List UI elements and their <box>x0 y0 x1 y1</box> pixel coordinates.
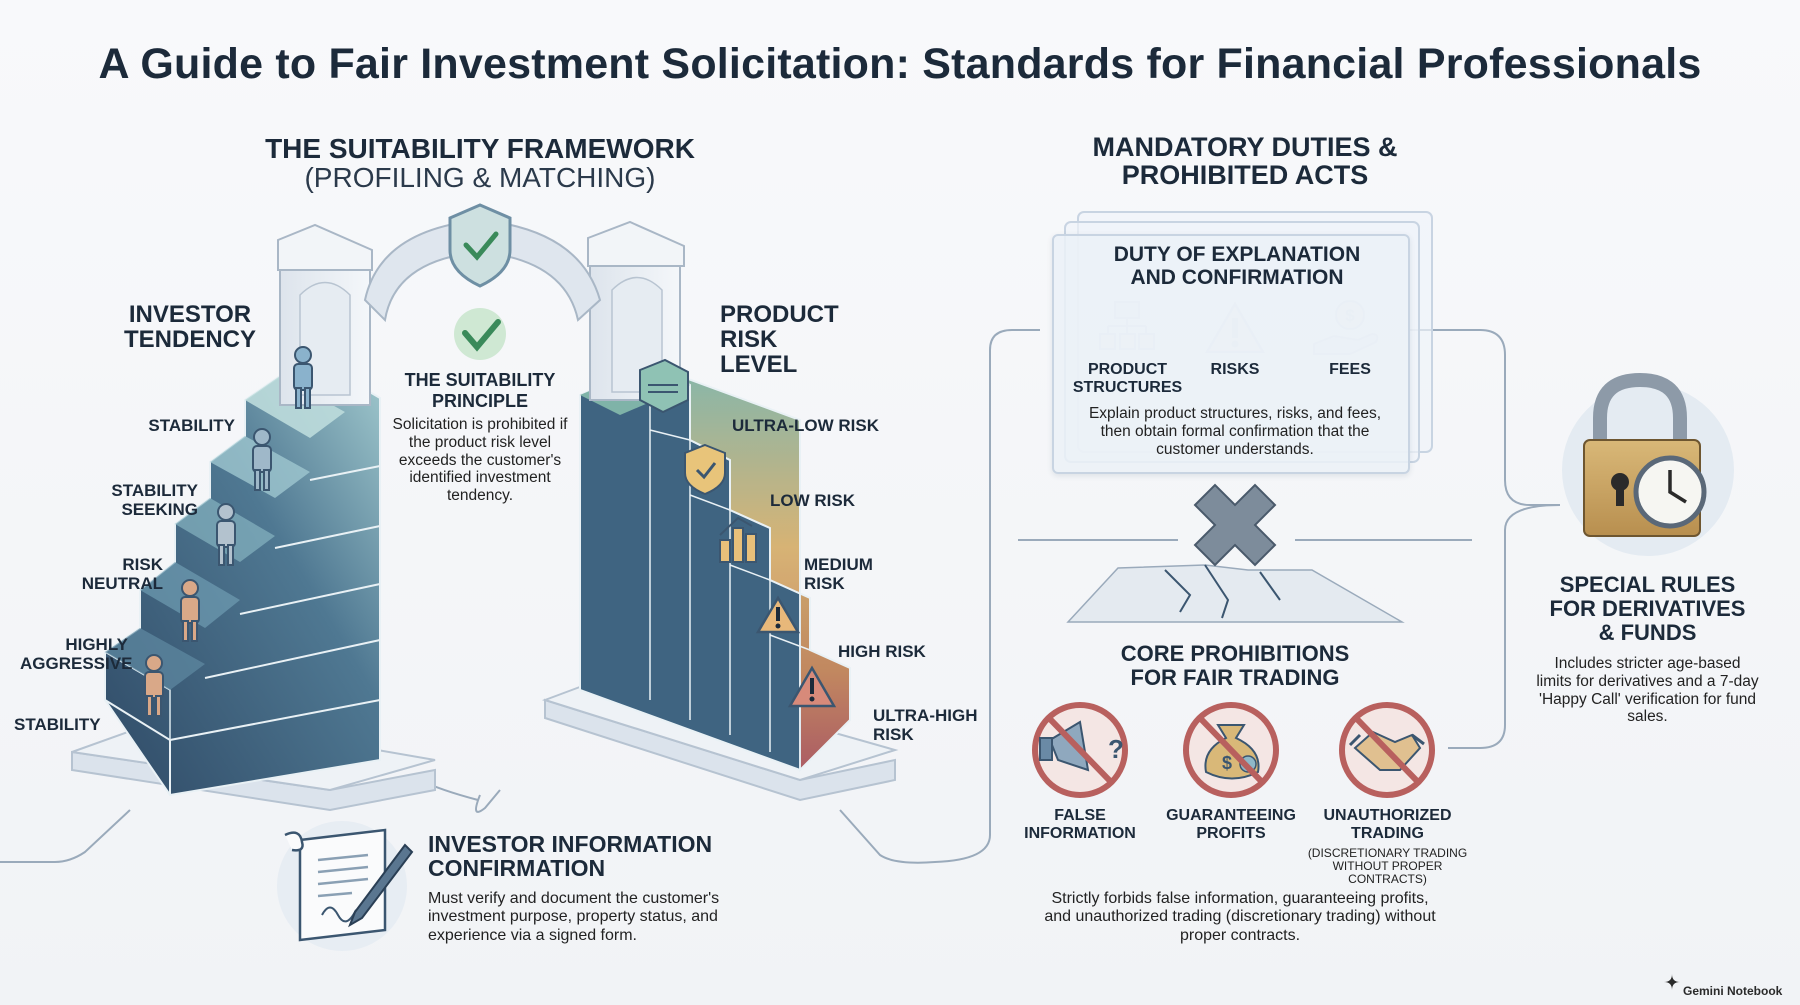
special-rules-title: SPECIAL RULES FOR DERIVATIVES & FUNDS <box>1549 572 1746 646</box>
investor-figures <box>144 346 313 717</box>
page-title: A Guide to Fair Investment Solicitation:… <box>98 40 1702 88</box>
warning-icon <box>755 595 801 634</box>
handshake-prohibited-icon <box>1339 702 1435 798</box>
padlock-clock-icon <box>1562 372 1734 556</box>
suitability-subheading: (PROFILING & MATCHING) <box>304 162 656 193</box>
left-pillar <box>277 223 373 406</box>
svg-text:$: $ <box>1222 753 1232 773</box>
crack-ground <box>1066 564 1405 623</box>
shield-icon <box>684 443 726 496</box>
duty-text: Explain product structures, risks, and f… <box>1088 405 1382 458</box>
money-bag-prohibited-icon: $ <box>1183 702 1279 798</box>
prohibitions-title: CORE PROHIBITIONS FOR FAIR TRADING <box>1120 641 1350 691</box>
investor-level-2: STABILITY SEEKING <box>111 481 198 519</box>
connector-lines <box>0 329 1561 864</box>
gemini-logo-icon <box>1664 974 1680 990</box>
duty-card <box>1052 234 1410 474</box>
risk-level-5: ULTRA-HIGH RISK <box>873 706 978 744</box>
investor-info-title: INVESTOR INFORMATION CONFIRMATION <box>428 831 713 882</box>
prohibition-false-info: FALSE INFORMATION <box>1024 807 1136 842</box>
risk-level-3: MEDIUM RISK <box>804 555 873 593</box>
investor-tendency-title: INVESTOR TENDENCY <box>123 301 256 354</box>
product-risk-title: PRODUCT RISK LEVEL <box>720 301 839 379</box>
suitability-principle-title: THE SUITABILITY PRINCIPLE <box>404 370 556 411</box>
duty-item-fees: FEES <box>1329 361 1371 378</box>
risk-level-1: ULTRA-LOW RISK <box>732 416 879 435</box>
prohibitions-text: Strictly forbids false information, guar… <box>1044 890 1436 944</box>
duty-item-risks: RISKS <box>1210 361 1260 378</box>
investor-level-1: STABILITY <box>148 416 235 435</box>
document-cube-icon <box>639 358 689 414</box>
check-circle-icon <box>454 308 506 360</box>
false-info-prohibited-icon: ? <box>1032 702 1128 798</box>
duties-heading: MANDATORY DUTIES & PROHIBITED ACTS <box>1092 132 1398 191</box>
watermark: Gemini Notebook <box>1683 984 1783 998</box>
investor-info-text: Must verify and document the customer's … <box>428 890 720 944</box>
bar-chart-icon <box>719 516 757 563</box>
suitability-arch <box>363 218 602 323</box>
risk-level-2: LOW RISK <box>770 491 855 510</box>
investor-level-5: STABILITY <box>14 715 101 734</box>
prohibited-x-icon <box>1193 483 1277 567</box>
right-pillar <box>587 220 685 401</box>
warning-icon-high <box>787 665 837 708</box>
svg-text:?: ? <box>1108 734 1124 764</box>
duty-item-structures: PRODUCT STRUCTURES <box>1072 361 1183 396</box>
risk-level-4: HIGH RISK <box>838 642 926 661</box>
unauthorized-note: (DISCRETIONARY TRADING WITHOUT PROPER CO… <box>1307 846 1468 887</box>
duty-card-title: DUTY OF EXPLANATION AND CONFIRMATION <box>1113 243 1361 290</box>
prohibition-guaranteeing: GUARANTEEING PROFITS <box>1166 807 1296 842</box>
special-rules-text: Includes stricter age-based limits for d… <box>1536 655 1759 726</box>
prohibition-unauthorized: UNAUTHORIZED TRADING <box>1323 807 1452 842</box>
investor-level-3: RISK NEUTRAL <box>81 555 163 593</box>
suitability-heading: THE SUITABILITY FRAMEWORK <box>265 133 695 164</box>
suitability-principle-text: Solicitation is prohibited if the produc… <box>392 416 568 505</box>
shield-check-icon <box>448 203 512 288</box>
signed-form-icon <box>277 821 414 951</box>
investor-level-4: HIGHLY AGGRESSIVE <box>20 635 133 673</box>
